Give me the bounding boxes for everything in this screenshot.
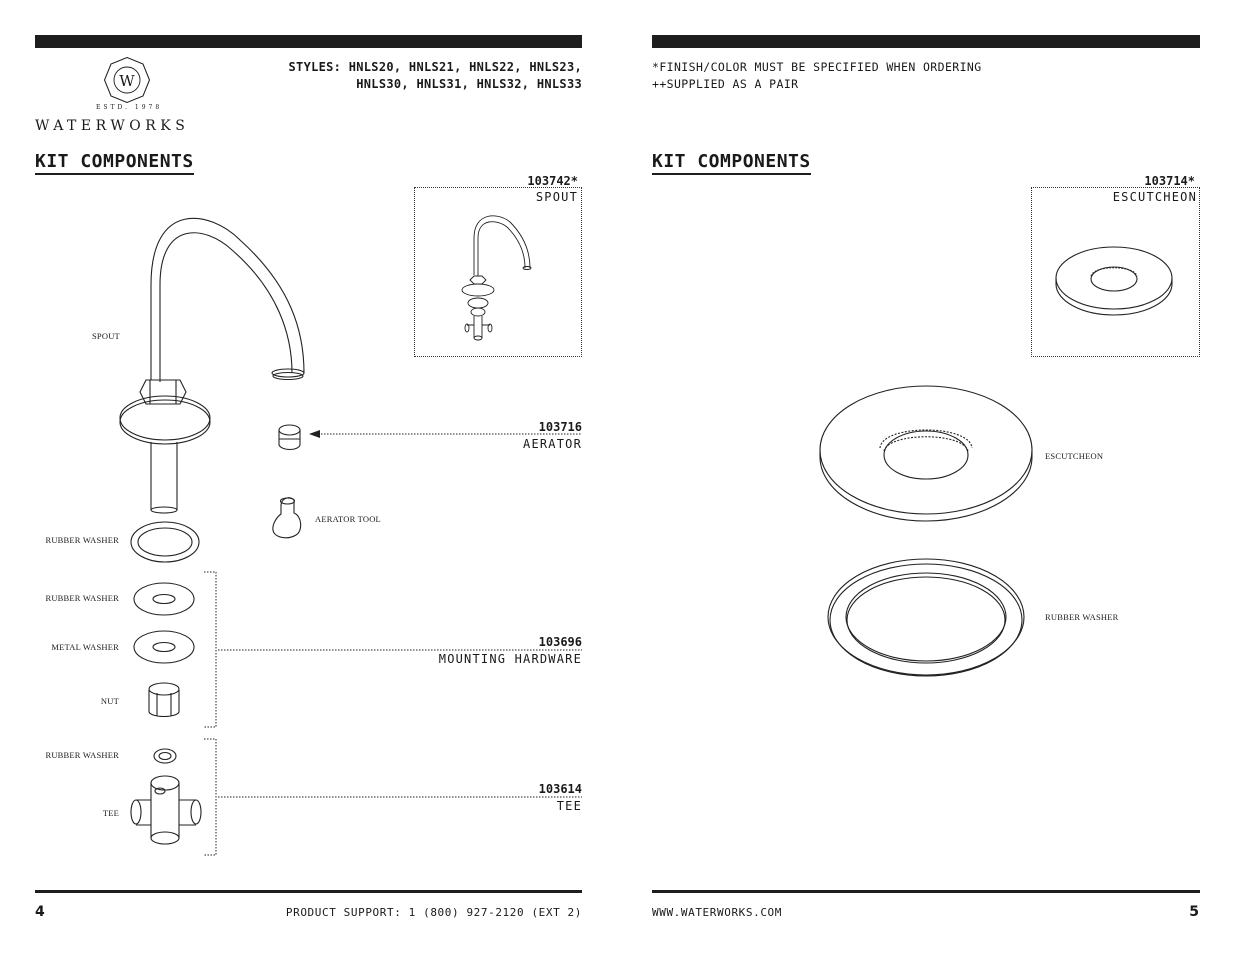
note-pair: ++SUPPLIED AS A PAIR <box>652 77 799 91</box>
label-aerator-tool: AERATOR TOOL <box>315 514 381 524</box>
ordering-notes: *FINISH/COLOR MUST BE SPECIFIED WHEN ORD… <box>652 59 982 93</box>
part-name-mounting-hardware: MOUNTING HARDWARE <box>438 652 582 666</box>
mounting-hardware-bracket <box>204 572 216 727</box>
spout-thumbnail-box <box>414 187 582 357</box>
part-number-mounting-hardware: 103696 <box>538 635 582 649</box>
left-section-title: KIT COMPONENTS <box>35 151 194 175</box>
part-name-spout: SPOUT <box>535 190 578 204</box>
spout-drawing <box>120 218 304 513</box>
spout-thumbnail-drawing <box>462 216 531 340</box>
label-rubber-washer-1: RUBBER WASHER <box>45 535 119 545</box>
nut-drawing <box>149 683 179 717</box>
label-tee: TEE <box>102 808 119 818</box>
rubber-washer-right-drawing <box>828 559 1024 676</box>
label-rubber-washer-right: RUBBER WASHER <box>1045 612 1119 622</box>
part-number-escutcheon: 103714* <box>1144 174 1195 188</box>
part-number-spout: 103742* <box>527 174 578 188</box>
aerator-tool-drawing <box>273 498 301 538</box>
part-name-tee: TEE <box>556 799 582 813</box>
label-rubber-washer-3: RUBBER WASHER <box>45 750 119 760</box>
left-page-number: 4 <box>35 904 45 920</box>
aerator-arrowhead-icon <box>309 430 320 438</box>
logo-established: ESTD. 1978 <box>96 104 163 111</box>
label-metal-washer: METAL WASHER <box>51 642 119 652</box>
escutcheon-thumbnail-box <box>1031 187 1200 357</box>
styles-list: STYLES: HNLS20, HNLS21, HNLS22, HNLS23, … <box>162 59 582 93</box>
aerator-drawing <box>279 425 300 450</box>
part-number-aerator: 103716 <box>538 420 582 434</box>
note-finish: *FINISH/COLOR MUST BE SPECIFIED WHEN ORD… <box>652 60 982 74</box>
rubber-washer-2-drawing <box>134 583 194 615</box>
right-section-title: KIT COMPONENTS <box>652 151 811 175</box>
rubber-washer-1-drawing <box>131 522 199 562</box>
part-name-escutcheon: ESCUTCHEON <box>1112 190 1197 204</box>
label-escutcheon: ESCUTCHEON <box>1045 451 1104 461</box>
tee-bracket <box>204 739 216 855</box>
part-number-tee: 103614 <box>538 782 582 796</box>
small-rubber-washer-drawing <box>154 749 176 763</box>
styles-line-1: STYLES: HNLS20, HNLS21, HNLS22, HNLS23, <box>288 60 582 74</box>
escutcheon-thumbnail-drawing <box>1056 247 1172 315</box>
part-name-aerator: AERATOR <box>523 437 582 451</box>
styles-line-2: HNLS30, HNLS31, HNLS32, HNLS33 <box>356 77 582 91</box>
escutcheon-drawing <box>820 386 1032 521</box>
product-support-phone: PRODUCT SUPPORT: 1 (800) 927-2120 (EXT 2… <box>285 906 582 919</box>
label-rubber-washer-2: RUBBER WASHER <box>45 593 119 603</box>
left-header-bar <box>35 35 582 48</box>
label-spout: SPOUT <box>92 331 120 341</box>
label-nut: NUT <box>100 696 119 706</box>
tee-drawing <box>131 776 201 844</box>
right-page-number: 5 <box>1189 904 1199 920</box>
left-footer-rule <box>35 890 582 893</box>
logo-letter: W <box>119 72 135 90</box>
logo-wordmark: WATERWORKS <box>35 118 190 134</box>
right-footer-rule <box>652 890 1200 893</box>
metal-washer-drawing <box>134 631 194 663</box>
right-header-bar <box>652 35 1200 48</box>
waterworks-logo-icon: W <box>103 56 151 104</box>
website-url: WWW.WATERWORKS.COM <box>652 906 783 919</box>
